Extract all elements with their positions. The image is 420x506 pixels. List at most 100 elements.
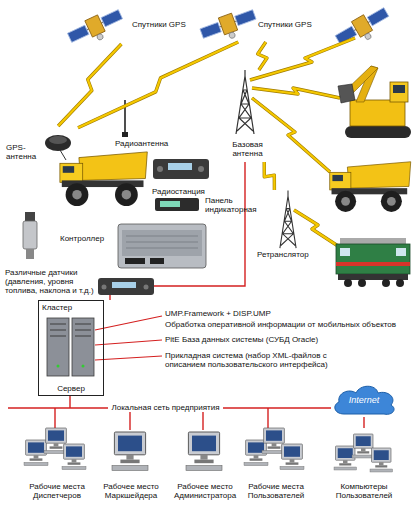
excavator [350, 100, 405, 126]
server-unit [50, 324, 91, 336]
radio-link [250, 38, 355, 80]
connector-line [78, 42, 238, 128]
node-label: Радиоантенна [115, 139, 180, 148]
connector-line [264, 162, 274, 190]
server-unit [82, 365, 85, 368]
node-label: Радиостанция [152, 187, 215, 196]
node-label: Спутники GPS [132, 20, 197, 29]
server-unit [47, 318, 69, 376]
controller-unit [122, 230, 202, 256]
lan-line [8, 396, 331, 430]
controller-unit [118, 224, 206, 268]
leader-line [95, 356, 162, 360]
gps-antenna [45, 135, 71, 160]
gps-satellite [199, 6, 260, 48]
device-node: Радиостанция [150, 155, 215, 197]
node-label: Сервер [42, 384, 100, 393]
gps-antenna [60, 150, 66, 160]
node-label: Компьютеры Пользователей [324, 482, 404, 500]
data-link [109, 295, 110, 300]
node-label: Рабочее место Администратора [166, 482, 244, 500]
radio-station [157, 166, 163, 172]
computer-icon [352, 434, 375, 458]
radio-station [144, 285, 149, 290]
internet-cloud: Internet [330, 383, 398, 417]
connector-line [363, 417, 364, 428]
workstation-node: Компьютеры Пользователей [324, 428, 404, 504]
cloud-label: Internet [330, 395, 398, 405]
connector-line [78, 42, 238, 128]
sensor [25, 212, 35, 221]
server-unit [72, 318, 94, 376]
dump-truck [330, 162, 411, 212]
sensor [23, 212, 37, 259]
locomotive [344, 279, 352, 287]
satellite-group: Спутники GPS [205, 8, 335, 42]
note-text: Обработка оперативной информации от моби… [165, 320, 419, 329]
workstation-node: Рабочее место Маркшейдера [96, 422, 166, 504]
node-label: Спутники GPS [258, 20, 333, 29]
computer-icon [370, 448, 393, 472]
controller-unit [150, 258, 164, 264]
network-link [364, 417, 365, 428]
excavator [338, 66, 411, 138]
radio-station [102, 285, 107, 290]
controller-unit [125, 258, 145, 264]
leader-line [95, 340, 162, 345]
dump-truck [60, 152, 147, 206]
excavator [338, 84, 355, 103]
device-node: Контроллер [60, 220, 210, 272]
indicator-panel [155, 198, 199, 211]
gps-antenna [45, 135, 71, 151]
workstation-node: Рабочее место Администратора [166, 422, 244, 504]
locomotive [336, 238, 410, 287]
lan-line [54, 408, 55, 428]
sensor [23, 221, 37, 249]
device-node: Ретранслятор [255, 190, 320, 262]
computer-icon [186, 432, 222, 470]
satellite-group: Спутники GPS [72, 10, 197, 44]
radio-link [294, 210, 338, 246]
excavator [345, 126, 411, 138]
device-node: GPS-антенна [6, 126, 78, 168]
radio-station [198, 166, 204, 172]
data-link [110, 162, 245, 300]
locomotive [336, 262, 410, 266]
locomotive [396, 248, 406, 256]
device-node: Радиоантенна [110, 95, 180, 150]
computer-icon [112, 432, 148, 470]
computer-icon [62, 444, 86, 470]
node-label: Ретранслятор [257, 250, 320, 259]
locomotive [396, 279, 404, 287]
radio-station [153, 159, 209, 179]
computer-icon [280, 444, 304, 470]
radio-antenna [122, 132, 128, 137]
controller-unit [126, 236, 198, 248]
node-label: Контроллер [60, 234, 115, 243]
radio-link [252, 98, 330, 172]
radio-link [258, 42, 267, 70]
connector-line [258, 42, 267, 70]
note-text: UMP.Framework + DISP.UMP [165, 309, 415, 318]
computer-icon [24, 428, 393, 472]
locomotive [382, 279, 390, 287]
radio-link [294, 210, 338, 246]
workstation-node: Рабочие места Диспетчеров [18, 422, 96, 504]
node-label: Различные датчики (давления, уровня топл… [5, 268, 95, 295]
controller-unit [118, 224, 206, 268]
radio-station [98, 278, 154, 295]
server-unit [47, 318, 94, 376]
device-node: Базовая антенна [225, 70, 270, 162]
antenna-tower [280, 191, 296, 249]
server-node: Сервер [42, 312, 100, 394]
indicator-panel [160, 201, 180, 207]
radio-link [252, 88, 340, 98]
data-link [154, 162, 245, 286]
node-label: GPS-антенна [6, 143, 46, 161]
locomotive [336, 244, 410, 274]
indicator-panel [155, 198, 199, 211]
leader-line [95, 316, 162, 360]
radio-link [252, 88, 340, 98]
leader-line [95, 316, 162, 330]
